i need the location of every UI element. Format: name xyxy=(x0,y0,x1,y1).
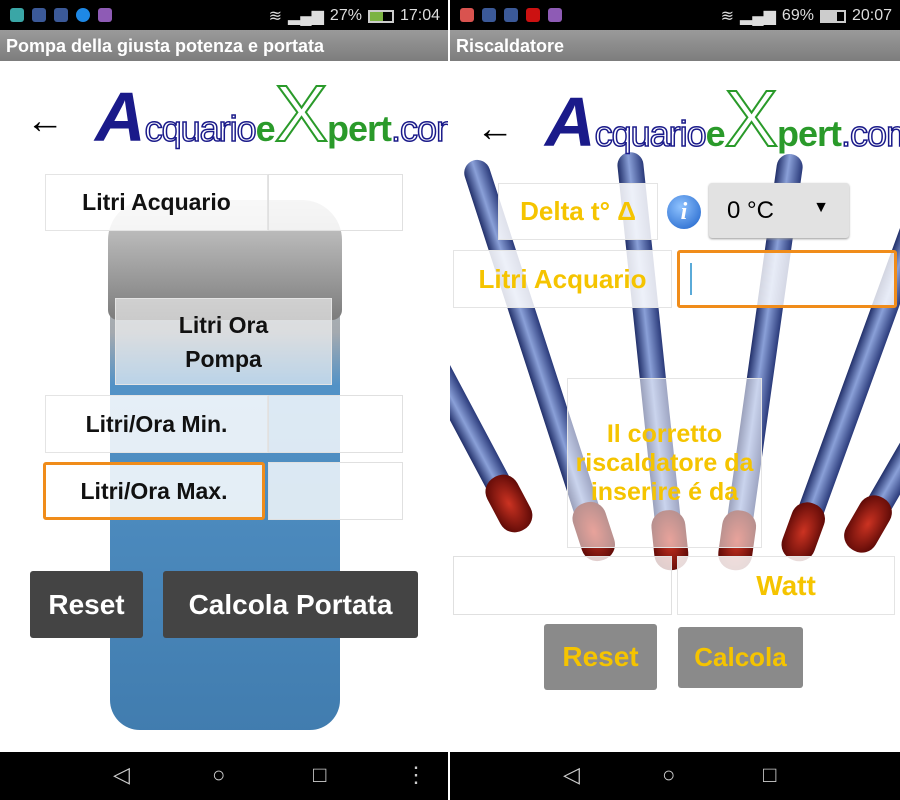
notification-icons xyxy=(10,8,112,22)
nav-bar: ◁ ○ □ ⋮ xyxy=(0,752,448,800)
back-arrow-icon[interactable]: ← xyxy=(476,108,514,150)
screen-title: Riscaldatore xyxy=(450,30,900,61)
dropdown-value: 0 °C xyxy=(727,197,774,224)
litri-acquario-input[interactable] xyxy=(677,250,897,308)
status-bar: ≋ ▂▄▆ 69% 20:07 xyxy=(450,0,900,30)
chevron-down-icon: ▼ xyxy=(813,199,829,216)
reset-button[interactable]: Reset xyxy=(544,624,657,690)
acquarioexpert-logo: AcquarioeXpert.com xyxy=(95,68,448,159)
label-line: Litri Ora xyxy=(178,311,269,338)
battery-icon xyxy=(819,9,846,23)
litri-ora-max-label[interactable]: Litri/Ora Max. xyxy=(43,462,265,520)
calcola-portata-button[interactable]: Calcola Portata xyxy=(163,571,418,638)
nav-home-icon[interactable]: ○ xyxy=(662,762,676,787)
litri-acquario-label: Litri Acquario xyxy=(453,250,672,308)
calcola-button[interactable]: Calcola xyxy=(678,627,803,688)
text-cursor xyxy=(690,263,692,295)
nav-back-icon[interactable]: ◁ xyxy=(563,762,580,787)
nav-recent-icon[interactable]: □ xyxy=(313,762,327,787)
nav-recent-icon[interactable]: □ xyxy=(763,762,777,787)
reset-button[interactable]: Reset xyxy=(30,571,143,638)
litri-ora-min-label: Litri/Ora Min. xyxy=(45,395,268,453)
delta-t-dropdown[interactable]: 0 °C ▼ xyxy=(709,183,849,238)
nav-bar: ◁ ○ □ xyxy=(450,752,900,800)
wifi-icon: ≋ xyxy=(268,8,282,25)
notification-icons xyxy=(460,8,562,22)
screen-title: Pompa della giusta potenza e portata xyxy=(0,30,448,61)
battery-percent: 69% xyxy=(781,7,814,24)
signal-icon: ▂▄▆ xyxy=(287,8,324,25)
wifi-icon: ≋ xyxy=(720,8,734,25)
clock: 20:07 xyxy=(851,7,892,24)
heater-calculator-screen: ≋ ▂▄▆ 69% 20:07 Riscaldatore ← AcquarioeXpe… xyxy=(450,0,900,800)
litri-acquario-label: Litri Acquario xyxy=(45,174,268,231)
label-line: Pompa xyxy=(185,345,262,372)
clock: 17:04 xyxy=(399,7,440,24)
result-text: Il corretto riscaldatore da inserire é d… xyxy=(567,378,762,548)
watt-label: Watt xyxy=(677,556,895,615)
signal-icon: ▂▄▆ xyxy=(739,8,776,25)
nav-back-icon[interactable]: ◁ xyxy=(113,762,130,787)
litri-ora-min-output[interactable] xyxy=(268,395,403,453)
back-arrow-icon[interactable]: ← xyxy=(26,100,64,142)
nav-home-icon[interactable]: ○ xyxy=(212,762,226,787)
watt-output[interactable] xyxy=(453,556,672,615)
litri-ora-max-output[interactable] xyxy=(268,462,403,520)
status-bar: ≋ ▂▄▆ 27% 17:04 xyxy=(0,0,448,30)
info-icon[interactable]: i xyxy=(667,195,701,229)
acquarioexpert-logo: AcquarioeXpert.com xyxy=(545,73,900,164)
battery-percent: 27% xyxy=(329,7,362,24)
delta-t-label: Delta t° Δ xyxy=(498,183,658,240)
pump-calculator-screen: ≋ ▂▄▆ 27% 17:04 Pompa della giusta potenza … xyxy=(0,0,448,800)
battery-icon xyxy=(367,9,394,23)
litri-acquario-input[interactable] xyxy=(268,174,403,231)
nav-menu-icon[interactable]: ⋮ xyxy=(405,762,427,787)
